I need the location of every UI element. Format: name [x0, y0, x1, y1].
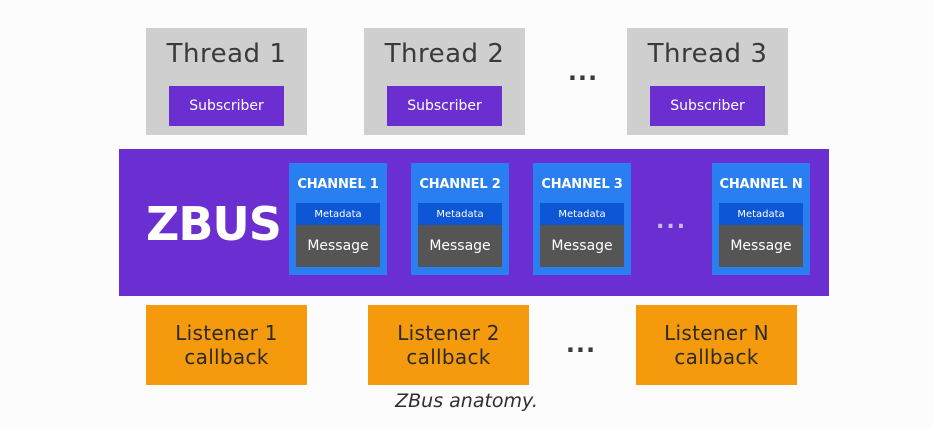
channels-ellipsis: ... — [656, 209, 688, 234]
channel-3: CHANNEL 3 Metadata Message — [533, 163, 631, 275]
thread-2-title: Thread 2 — [384, 39, 505, 69]
thread-3-box: Thread 3 Subscriber — [627, 28, 788, 135]
channel-2-title: CHANNEL 2 — [419, 177, 501, 192]
channel-n-message: Message — [719, 225, 803, 267]
channel-2: CHANNEL 2 Metadata Message — [411, 163, 509, 275]
thread-1-box: Thread 1 Subscriber — [146, 28, 307, 135]
figure-caption: ZBus anatomy. — [395, 390, 538, 412]
channel-n-title: CHANNEL N — [719, 177, 803, 192]
channel-n-metadata: Metadata — [719, 203, 803, 225]
channel-3-message: Message — [540, 225, 624, 267]
listener-n-box: Listener N callback — [636, 305, 797, 385]
listener-n-name: Listener N — [664, 321, 769, 345]
listener-1-name: Listener 1 — [175, 321, 278, 345]
channel-1-title: CHANNEL 1 — [297, 177, 379, 192]
channel-1-metadata: Metadata — [296, 203, 380, 225]
channel-2-message: Message — [418, 225, 502, 267]
listener-1-box: Listener 1 callback — [146, 305, 307, 385]
listener-2-box: Listener 2 callback — [368, 305, 529, 385]
channel-3-title: CHANNEL 3 — [541, 177, 623, 192]
thread-3-title: Thread 3 — [647, 39, 768, 69]
listener-2-callback: callback — [406, 345, 491, 369]
zbus-label: ZBUS — [146, 197, 282, 251]
listener-1-callback: callback — [184, 345, 269, 369]
channel-2-metadata: Metadata — [418, 203, 502, 225]
listeners-ellipsis: ... — [565, 330, 597, 358]
thread-2-box: Thread 2 Subscriber — [364, 28, 525, 135]
listener-2-name: Listener 2 — [397, 321, 500, 345]
channel-3-metadata: Metadata — [540, 203, 624, 225]
threads-ellipsis: ... — [567, 58, 599, 86]
channel-1-message: Message — [296, 225, 380, 267]
thread-1-title: Thread 1 — [166, 39, 287, 69]
thread-2-subscriber: Subscriber — [387, 86, 502, 126]
thread-3-subscriber: Subscriber — [650, 86, 765, 126]
thread-1-subscriber: Subscriber — [169, 86, 284, 126]
listener-n-callback: callback — [674, 345, 759, 369]
channel-1: CHANNEL 1 Metadata Message — [289, 163, 387, 275]
zbus-bar: ZBUS CHANNEL 1 Metadata Message CHANNEL … — [119, 149, 829, 296]
channel-n: CHANNEL N Metadata Message — [712, 163, 810, 275]
